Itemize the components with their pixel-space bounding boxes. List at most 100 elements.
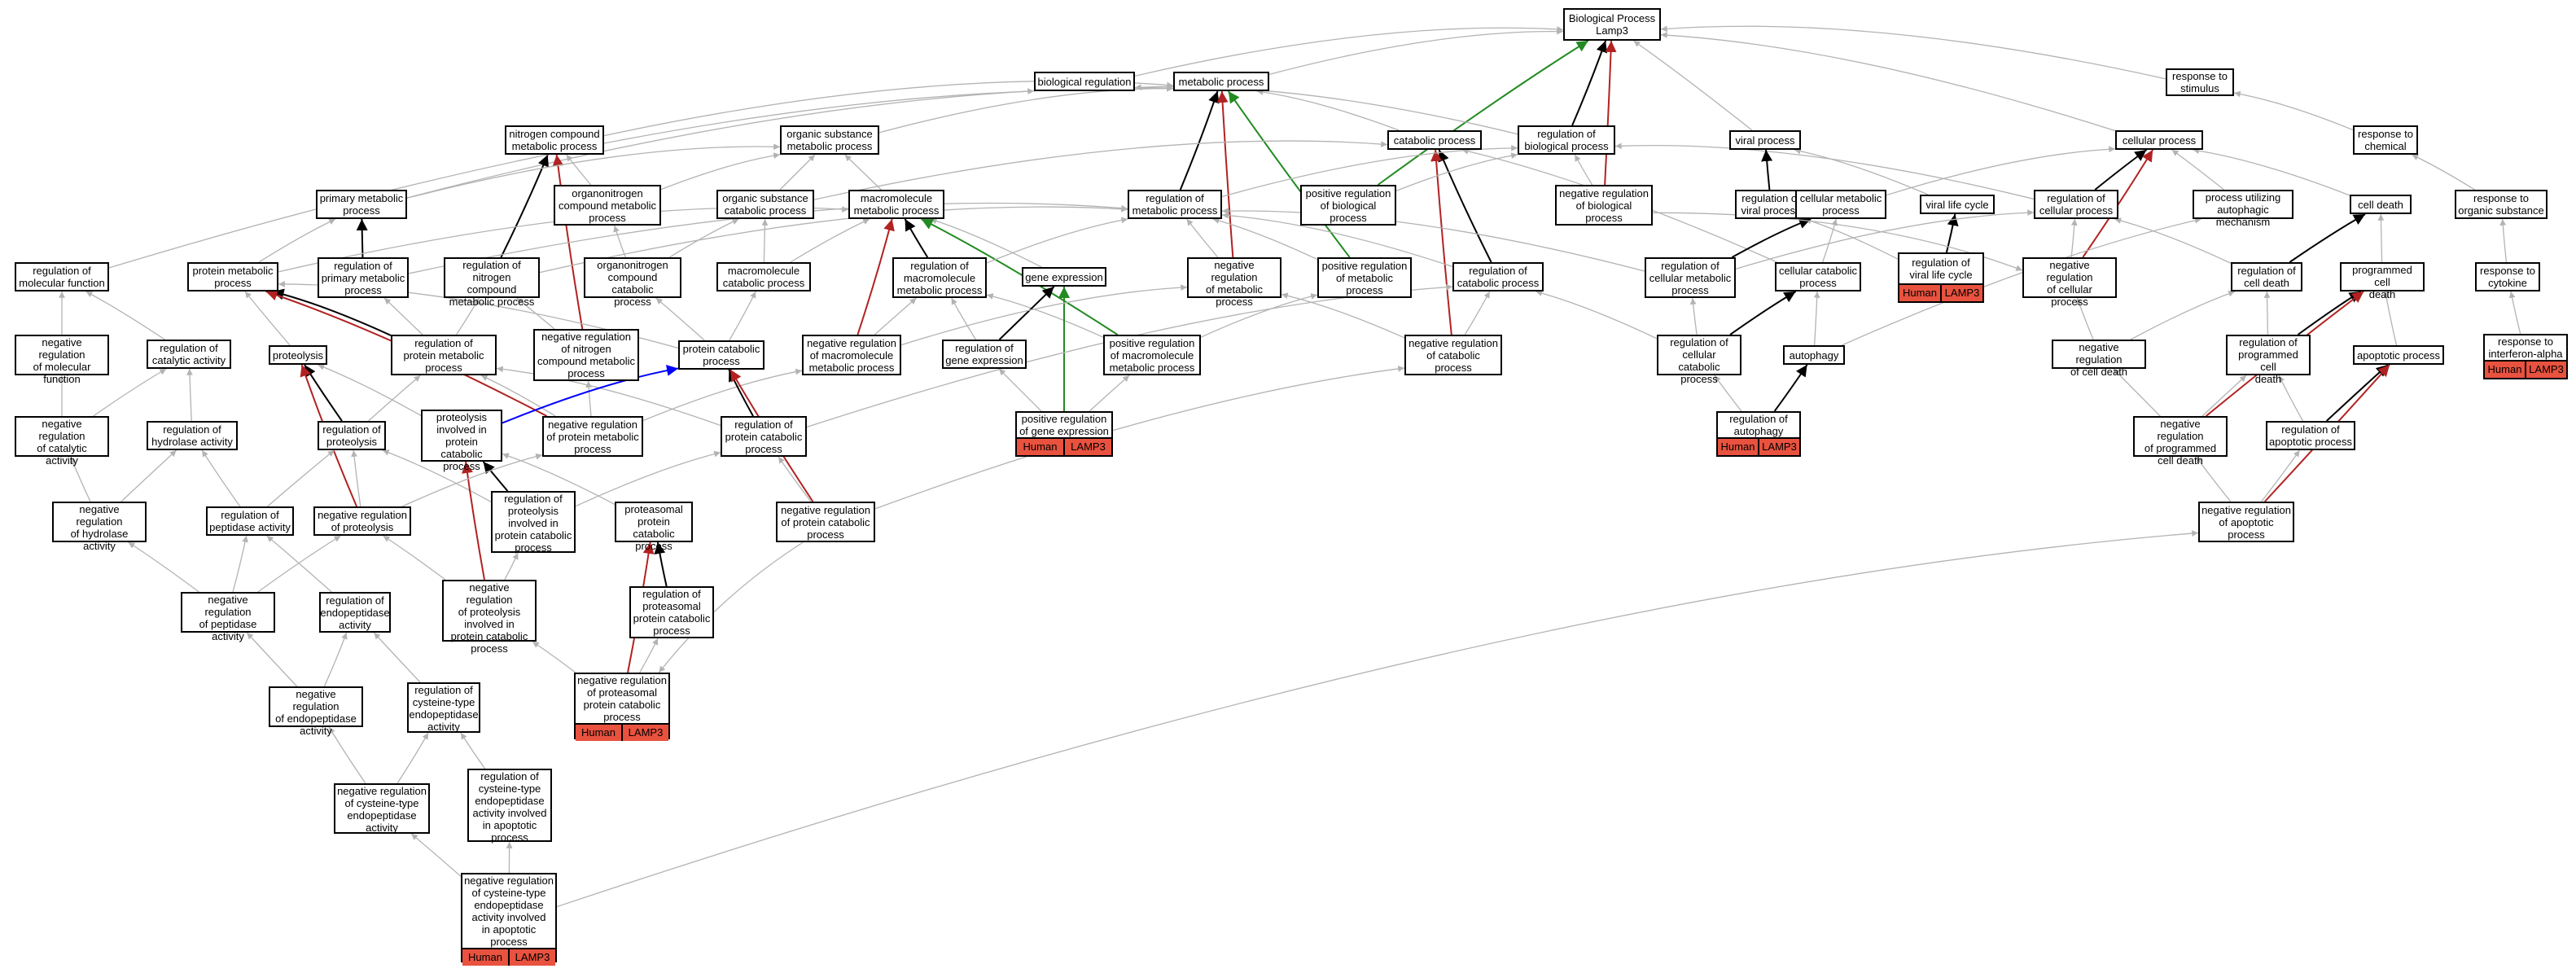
- go-term-node[interactable]: autophagy: [1783, 345, 1845, 365]
- go-term-node[interactable]: macromolecule metabolic process: [848, 190, 944, 219]
- edge-is-a: [1735, 209, 2035, 270]
- go-term-node[interactable]: macromolecule catabolic process: [716, 262, 811, 291]
- go-term-node[interactable]: protein catabolic process: [678, 340, 764, 370]
- go-term-node[interactable]: negative regulation of proteolysis invol…: [442, 580, 537, 655]
- go-term-node[interactable]: regulation of programmed cell death: [2226, 335, 2311, 385]
- go-term-node[interactable]: negative regulation of cysteine-type end…: [461, 873, 557, 966]
- go-term-node[interactable]: negative regulation of catalytic activit…: [15, 416, 109, 467]
- go-term-node[interactable]: response to stimulus: [2166, 68, 2234, 96]
- go-term-node[interactable]: regulation of cysteine-type endopeptidas…: [407, 682, 480, 733]
- go-term-node[interactable]: positive regulation of metabolic process: [1317, 257, 1412, 298]
- go-term-node[interactable]: negative regulation of programmed cell d…: [2133, 416, 2228, 467]
- go-term-node[interactable]: regulation of biological process: [1518, 125, 1615, 155]
- go-term-node[interactable]: regulation of catabolic process: [1452, 262, 1544, 291]
- go-term-node[interactable]: viral life cycle: [1920, 195, 1995, 214]
- go-term-node[interactable]: negative regulation of macromolecule met…: [802, 335, 901, 375]
- go-term-node[interactable]: regulation of proteolysis involved in pr…: [491, 491, 576, 554]
- go-term-node[interactable]: organic substance metabolic process: [780, 125, 879, 155]
- go-term-node[interactable]: negative regulation of peptidase activit…: [181, 592, 275, 642]
- go-term-node[interactable]: process utilizing autophagic mechanism: [2193, 190, 2293, 228]
- go-term-node[interactable]: regulation of apoptotic process: [2266, 421, 2355, 450]
- go-term-label: negative regulation of protein metabolic…: [546, 418, 639, 455]
- go-term-node[interactable]: Biological Process Lamp3: [1563, 8, 1661, 41]
- go-term-node[interactable]: primary metabolic process: [316, 190, 407, 219]
- go-term-node[interactable]: response to cytokine: [2475, 262, 2540, 291]
- go-term-node[interactable]: regulation of molecular function: [15, 262, 109, 291]
- go-term-node[interactable]: viral process: [1729, 130, 1801, 150]
- go-term-node[interactable]: negative regulation of biological proces…: [1555, 185, 1653, 226]
- go-term-node[interactable]: regulation of protein metabolic process: [391, 335, 497, 375]
- edge-is-a: [2233, 90, 2354, 131]
- go-term-node[interactable]: catabolic process: [1387, 130, 1482, 150]
- go-term-node[interactable]: response to chemical: [2353, 125, 2418, 155]
- edge-is-a: [660, 152, 781, 191]
- go-term-node[interactable]: apoptotic process: [2353, 345, 2444, 365]
- go-term-node[interactable]: positive regulation of macromolecule met…: [1103, 335, 1201, 375]
- go-term-node[interactable]: proteolysis: [269, 345, 327, 365]
- go-term-node[interactable]: response to organic substance: [2455, 190, 2548, 219]
- go-term-node[interactable]: metabolic process: [1173, 72, 1269, 91]
- go-term-node[interactable]: regulation of endopeptidase activity: [319, 592, 391, 633]
- go-term-node[interactable]: regulation of cysteine-type endopeptidas…: [467, 769, 552, 844]
- go-term-node[interactable]: positive regulation of biological proces…: [1300, 185, 1396, 226]
- go-term-node[interactable]: negative regulation of catabolic process: [1404, 335, 1502, 375]
- go-term-node[interactable]: organonitrogen compound catabolic proces…: [584, 257, 681, 308]
- go-term-node[interactable]: regulation of hydrolase activity: [147, 421, 238, 450]
- go-term-node[interactable]: negative regulation of cell death: [2052, 340, 2146, 378]
- go-term-node[interactable]: regulation of macromolecule metabolic pr…: [892, 257, 987, 298]
- go-term-label: regulation of macromolecule metabolic pr…: [896, 259, 983, 296]
- go-term-node[interactable]: biological regulation: [1034, 72, 1135, 91]
- go-term-node[interactable]: regulation of cellular process: [2034, 190, 2118, 219]
- go-term-node[interactable]: gene expression: [1022, 267, 1106, 287]
- go-term-node[interactable]: negative regulation of endopeptidase act…: [269, 686, 363, 737]
- go-term-node[interactable]: regulation of viral process: [1735, 190, 1807, 219]
- go-term-node[interactable]: negative regulation of proteasomal prote…: [574, 673, 670, 741]
- go-term-node[interactable]: proteolysis involved in protein cataboli…: [421, 410, 502, 472]
- go-term-node[interactable]: regulation of nitrogen compound metaboli…: [444, 257, 540, 308]
- go-term-node[interactable]: regulation of cellular metabolic process: [1645, 257, 1736, 298]
- go-term-node[interactable]: negative regulation of cysteine-type end…: [334, 783, 430, 834]
- go-term-node[interactable]: cellular process: [2115, 130, 2203, 150]
- go-term-node[interactable]: regulation of gene expression: [942, 340, 1027, 369]
- go-term-label: regulation of catabolic process: [1457, 265, 1540, 289]
- edge-negatively-regulates: [552, 154, 584, 330]
- go-term-node[interactable]: negative regulation of apoptotic process: [2198, 502, 2294, 542]
- edge-regulates: [500, 154, 549, 258]
- edge-regulates: [304, 364, 343, 422]
- go-term-node[interactable]: organic substance catabolic process: [716, 190, 814, 219]
- edge-is-a: [410, 833, 462, 877]
- go-term-node[interactable]: regulation of proteolysis: [318, 421, 386, 450]
- go-term-node[interactable]: negative regulation of proteolysis: [313, 506, 411, 536]
- gene-tag: LAMP3: [2525, 362, 2566, 378]
- go-term-node[interactable]: programmed cell death: [2340, 262, 2425, 300]
- go-term-node[interactable]: regulation of protein catabolic process: [721, 416, 807, 457]
- go-term-node[interactable]: negative regulation of protein catabolic…: [776, 502, 875, 542]
- go-term-node[interactable]: regulation of cell death: [2231, 262, 2302, 291]
- go-term-node[interactable]: regulation of peptidase activity: [206, 506, 294, 536]
- go-term-node[interactable]: regulation of catalytic activity: [147, 340, 231, 369]
- go-term-node[interactable]: organonitrogen compound metabolic proces…: [554, 185, 661, 226]
- go-term-node[interactable]: negative regulation of cellular process: [2022, 257, 2117, 308]
- go-term-node[interactable]: negative regulation of protein metabolic…: [542, 416, 643, 457]
- go-term-node[interactable]: cellular catabolic process: [1775, 262, 1861, 291]
- go-term-node[interactable]: negative regulation of hydrolase activit…: [52, 502, 147, 552]
- go-term-node[interactable]: regulation of cellular catabolic process: [1657, 335, 1741, 385]
- go-term-node[interactable]: cell death: [2350, 195, 2412, 214]
- go-term-node[interactable]: negative regulation of metabolic process: [1187, 257, 1281, 308]
- go-term-node[interactable]: regulation of proteasomal protein catabo…: [629, 586, 714, 638]
- go-term-node[interactable]: regulation of primary metabolic process: [318, 257, 409, 298]
- go-term-node[interactable]: proteasomal protein catabolic process: [615, 502, 693, 552]
- go-term-label: apoptotic process: [2357, 348, 2440, 362]
- go-term-node[interactable]: regulation of metabolic process: [1128, 190, 1222, 219]
- go-term-node[interactable]: protein metabolic process: [187, 262, 278, 291]
- edge-is-a: [1794, 147, 1929, 195]
- go-term-node[interactable]: negative regulation of nitrogen compound…: [533, 329, 639, 381]
- edge-is-a: [502, 453, 616, 506]
- go-term-node[interactable]: cellular metabolic process: [1795, 190, 1886, 219]
- go-term-node[interactable]: negative regulation of molecular functio…: [15, 335, 109, 385]
- go-term-node[interactable]: nitrogen compound metabolic process: [505, 125, 604, 155]
